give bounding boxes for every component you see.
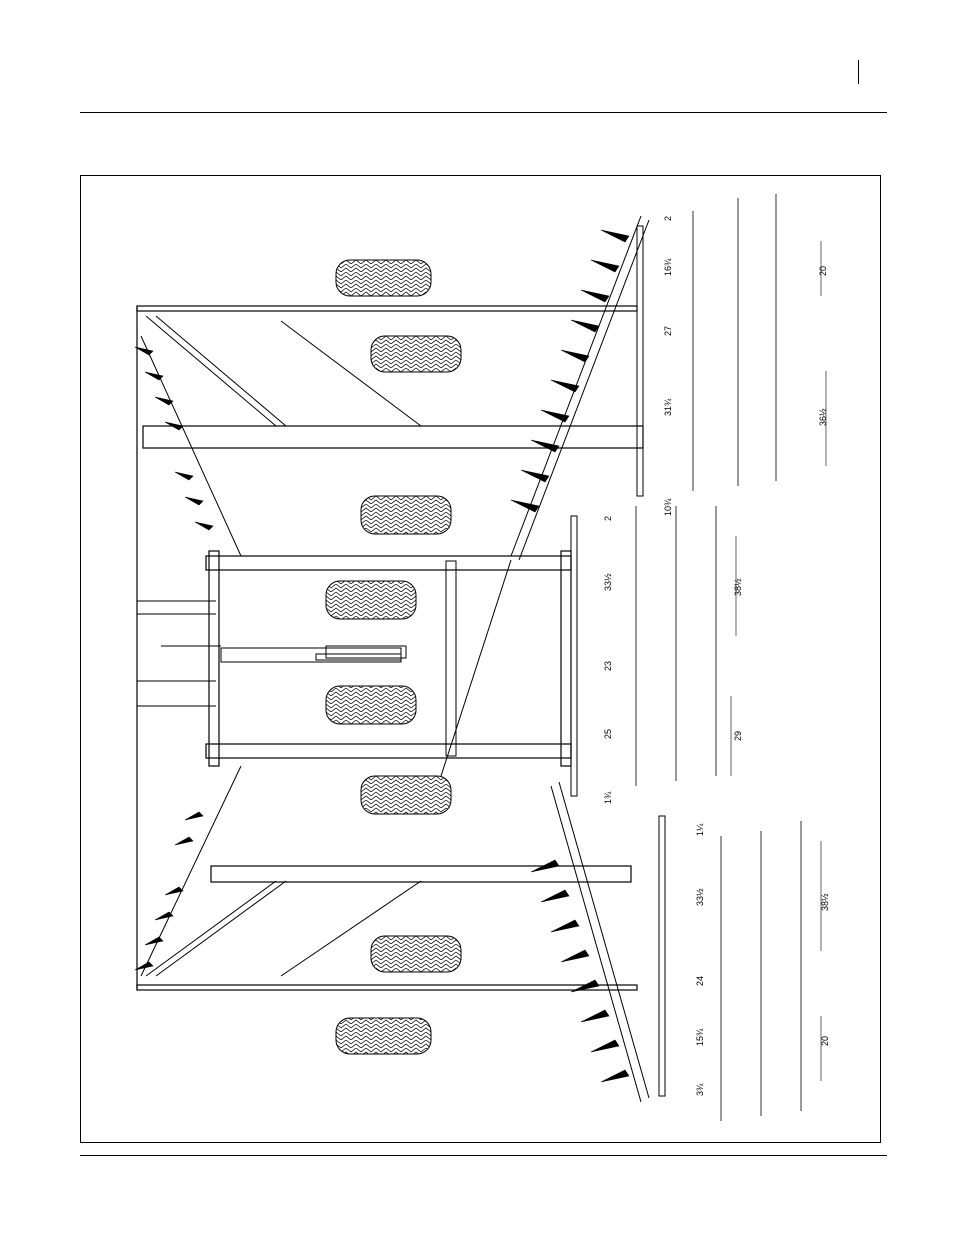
dim-rb-p1: 38½ — [820, 893, 830, 911]
dim-c-d1: 2 — [603, 516, 613, 521]
dim-rt-d3: 27 — [663, 326, 673, 336]
dim-rb-d1: 1¼ — [695, 823, 705, 836]
dim-c-p1: 38½ — [733, 578, 743, 596]
dim-c-d4: 25 — [603, 729, 613, 739]
dim-rb-p2: 20 — [820, 1036, 830, 1046]
dim-rt-d4: 31¾ — [663, 398, 673, 416]
dim-rb-d3: 24 — [695, 976, 705, 986]
footer-rule — [80, 1155, 887, 1156]
implement-drawing: 2 16¾ 27 31¾ 10¾ 20 36½ 2 33½ 23 25 1¾ 3… — [81, 176, 880, 1142]
dim-c-p2: 29 — [733, 731, 743, 741]
dim-rb-d2: 33½ — [695, 888, 705, 906]
dim-c-d5: 1¾ — [603, 791, 613, 804]
page-marker — [858, 60, 859, 84]
dim-rb-d4: 15¾ — [695, 1028, 705, 1046]
dim-c-d2: 33½ — [603, 573, 613, 591]
dim-rt-d1: 2 — [663, 216, 673, 221]
drawing-frame: 2 16¾ 27 31¾ 10¾ 20 36½ 2 33½ 23 25 1¾ 3… — [80, 175, 881, 1143]
dim-rt-d2: 16¾ — [663, 258, 673, 276]
dim-rt-p1: 20 — [818, 266, 828, 276]
dim-rt-p2: 36½ — [818, 408, 828, 426]
dim-c-d3: 23 — [603, 661, 613, 671]
harrow-tines — [636, 194, 801, 1121]
header-rule — [80, 112, 887, 113]
dim-rt-d5: 10¾ — [663, 498, 673, 516]
dimension-lines — [731, 241, 826, 1081]
transport-wheels — [326, 260, 461, 1054]
dim-rb-d5: 3¾ — [695, 1083, 705, 1096]
